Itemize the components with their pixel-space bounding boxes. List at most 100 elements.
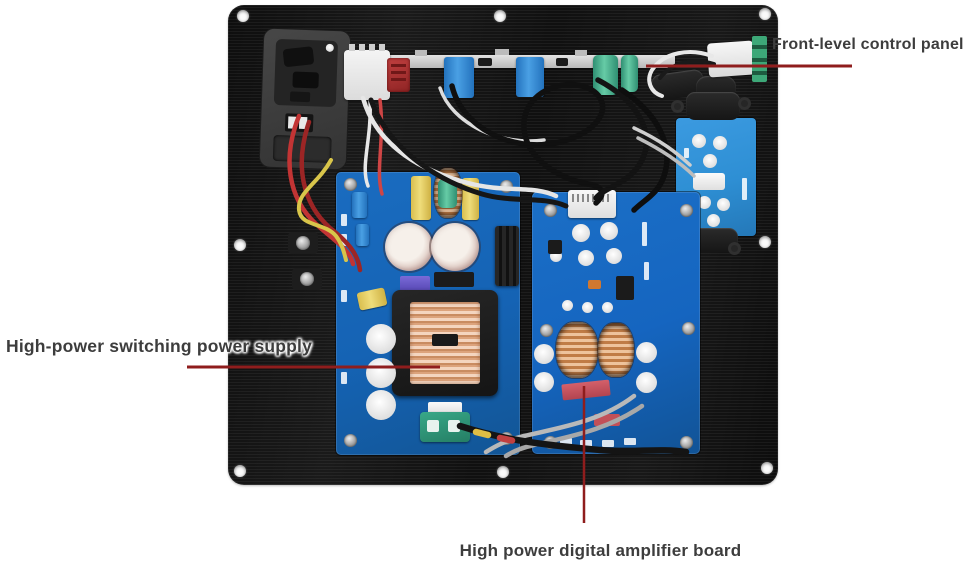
front-control-pcb-edge [752, 36, 767, 82]
power-inlet-module [259, 28, 351, 170]
relay-detail [391, 64, 406, 67]
strip-tab [575, 50, 587, 56]
purple-connector [400, 276, 430, 291]
output-capacitor [534, 344, 554, 364]
iec-socket-slot [282, 46, 315, 68]
amp-board [532, 190, 700, 454]
output-capacitor [366, 390, 396, 420]
solder-pad [560, 438, 572, 445]
standoff-screw [300, 272, 314, 286]
solder-pad [707, 214, 720, 227]
main-transformer [392, 290, 498, 396]
solder-lug [671, 100, 684, 113]
psu-board [336, 168, 520, 455]
psu-label: High-power switching power supply [6, 336, 313, 356]
silkscreen-mark [742, 178, 747, 200]
connector-pins [572, 194, 612, 202]
blue-capacitor [516, 57, 544, 97]
solder-pad [602, 302, 613, 313]
screw-hole [234, 465, 246, 477]
pink-component [561, 379, 611, 401]
relay-detail [391, 71, 406, 74]
strip-component [478, 58, 492, 66]
connector-pin [349, 44, 355, 51]
solder-pad [600, 222, 618, 240]
solder-lug [738, 97, 751, 110]
solder-pad [602, 440, 614, 447]
control-connector [693, 173, 725, 190]
blue-capacitor [444, 57, 474, 98]
output-capacitor [534, 372, 554, 392]
output-capacitor [636, 372, 657, 393]
front-panel-label: Front-level control panel [772, 36, 963, 53]
output-inductor [598, 323, 634, 377]
solder-pad [698, 196, 711, 209]
heatsink [495, 226, 519, 286]
screw-hole [494, 10, 506, 22]
blue-capacitor [352, 192, 367, 218]
strip-component [556, 58, 568, 66]
silkscreen-mark [644, 262, 649, 280]
blue-capacitor [356, 224, 369, 246]
solder-pad [703, 154, 717, 168]
silkscreen-mark [341, 234, 347, 246]
board-screw [500, 432, 513, 445]
solder-pad [562, 300, 573, 311]
ic-chip [616, 276, 634, 300]
choke-core [438, 179, 457, 208]
board-screw [544, 436, 557, 449]
solder-pad [624, 438, 636, 445]
silkscreen-mark [341, 214, 347, 226]
front-control-connector [706, 40, 756, 78]
terminal-slot [448, 420, 460, 432]
board-screw [500, 180, 513, 193]
bulk-capacitor [385, 223, 433, 271]
iec-socket-slot [289, 91, 311, 103]
board-screw [682, 322, 695, 335]
output-capacitor [636, 342, 657, 363]
screw-hole [497, 466, 509, 478]
control-jack-top [686, 92, 740, 120]
solder-lug [728, 242, 741, 255]
screw-hole [759, 8, 771, 20]
relay-red [387, 58, 410, 92]
board-screw [344, 434, 357, 447]
front-panel-strip-pcb [345, 55, 675, 68]
screw-hole [237, 10, 249, 22]
silkscreen-mark [642, 222, 647, 246]
bulk-capacitor [431, 223, 479, 271]
iec-socket-slot [292, 71, 319, 89]
teal-capacitor [593, 55, 618, 95]
strip-tab [495, 49, 509, 55]
screw-hole [761, 462, 773, 474]
terminal-slot [427, 420, 439, 432]
screw-hole [234, 239, 246, 251]
transformer-tape [432, 334, 458, 346]
ic-chip [434, 272, 474, 287]
connector-pin [369, 44, 375, 51]
output-capacitor [366, 324, 396, 354]
strip-connector [344, 44, 390, 100]
output-inductor [556, 322, 598, 378]
board-screw [540, 324, 553, 337]
solder-pad [606, 248, 622, 264]
board-screw [680, 436, 693, 449]
connector-pin [359, 44, 365, 51]
film-capacitor-yellow [356, 287, 388, 311]
silkscreen-mark [684, 148, 689, 158]
strip-tab [415, 50, 427, 56]
solder-pad [582, 302, 593, 313]
silkscreen-mark [341, 372, 347, 384]
output-terminal-block [420, 412, 470, 442]
board-screw [344, 178, 357, 191]
film-capacitor-yellow [411, 176, 431, 220]
board-screw [680, 204, 693, 217]
solder-pad [580, 440, 592, 447]
ic-chip [548, 240, 562, 254]
teal-capacitor [621, 55, 638, 92]
solder-pad [572, 224, 590, 242]
screw-hole [759, 236, 771, 248]
standoff-screw [296, 236, 310, 250]
connector-pin [379, 44, 385, 51]
